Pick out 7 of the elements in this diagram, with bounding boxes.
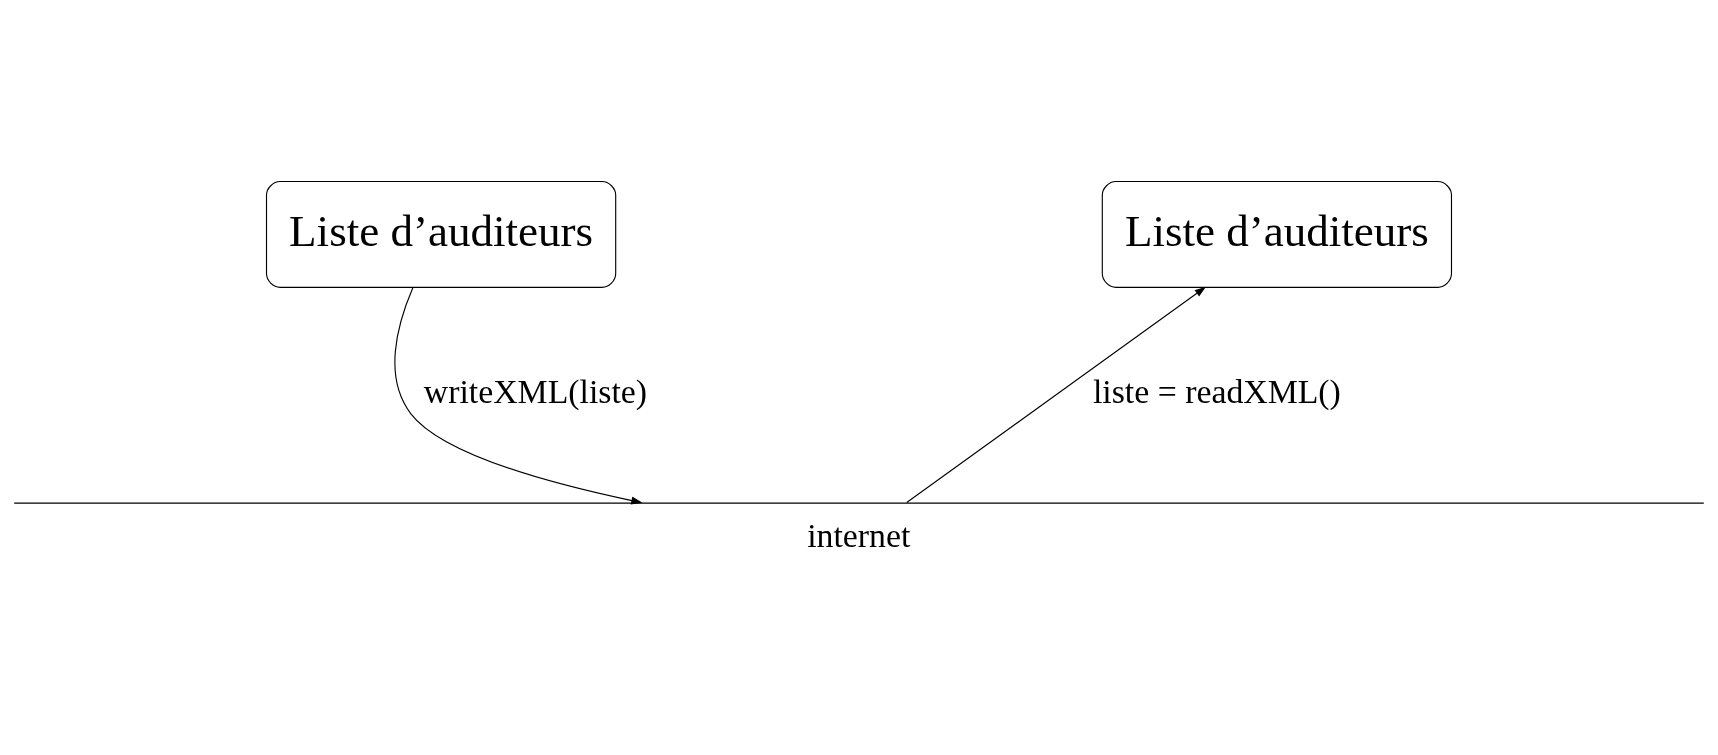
- arrow: [394, 287, 643, 505]
- node-box: Liste d’auditeurs: [1101, 180, 1453, 288]
- node-box: Liste d’auditeurs: [265, 180, 617, 288]
- node-text: internet: [807, 517, 911, 555]
- arrow: [906, 286, 1206, 504]
- edge-label: writeXML(liste): [423, 373, 648, 411]
- edge-label: liste = readXML(): [1092, 373, 1341, 411]
